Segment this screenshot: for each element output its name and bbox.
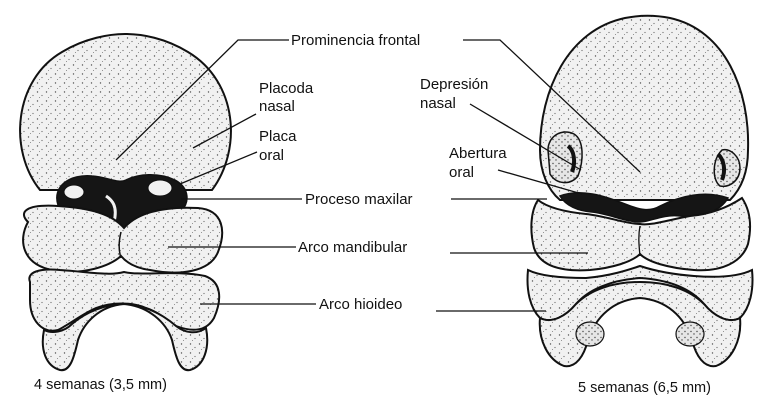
- label-prominencia-frontal: Prominencia frontal: [291, 32, 420, 49]
- frontal-prominence-left: [20, 34, 231, 190]
- label-proceso-maxilar: Proceso maxilar: [305, 191, 413, 208]
- label-abertura-oral-line2: oral: [449, 164, 474, 181]
- label-placoda-nasal-line2: nasal: [259, 98, 295, 115]
- nasal-placode-right: [148, 180, 172, 196]
- label-placoda-nasal-line1: Placoda: [259, 80, 314, 97]
- label-abertura-oral-line1: Abertura: [449, 145, 507, 162]
- hyoid-arch-left: [29, 270, 219, 331]
- nasal-placode-left: [64, 185, 84, 199]
- label-arco-mandibular: Arco mandibular: [298, 239, 407, 256]
- label-arco-hioideo: Arco hioideo: [319, 296, 402, 313]
- nasal-depression-left: [548, 132, 582, 183]
- embryo-5-weeks: [528, 16, 753, 366]
- labels: Prominencia frontal Placoda nasal Placa …: [259, 32, 507, 313]
- caption-4-weeks: 4 semanas (3,5 mm): [34, 377, 167, 393]
- label-depresion-nasal-line1: Depresión: [420, 76, 488, 93]
- label-depresion-nasal-line2: nasal: [420, 95, 456, 112]
- label-placa-oral-line2: oral: [259, 147, 284, 164]
- label-placa-oral-line1: Placa: [259, 128, 297, 145]
- caption-5-weeks: 5 semanas (6,5 mm): [578, 380, 711, 396]
- embryo-4-weeks: [20, 34, 231, 370]
